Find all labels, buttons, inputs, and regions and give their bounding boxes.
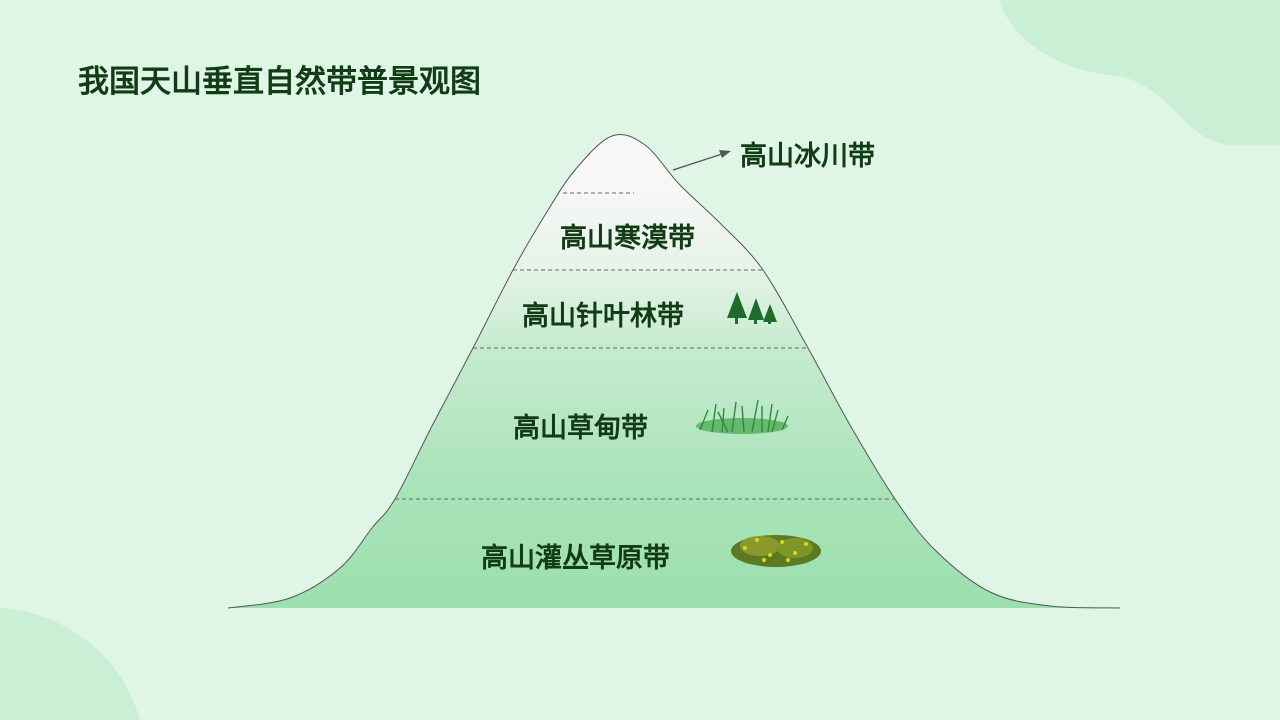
arrow-icon (672, 150, 731, 171)
mountain-outline (227, 134, 1121, 609)
mountain-fill (228, 134, 1120, 608)
zone-label-coniferous-forest: 高山针叶林带 (522, 301, 684, 332)
grass-icon (696, 399, 789, 434)
shrub-icon (731, 535, 821, 567)
decorative-blob-bottom-left (0, 608, 140, 720)
zone-label-glacier: 高山冰川带 (740, 141, 875, 172)
page-title: 我国天山垂直自然带普景观图 (78, 64, 481, 100)
zone-label-cold-desert: 高山寒漠带 (560, 223, 695, 254)
pine-trees-icon (727, 292, 777, 324)
decorative-blob-top-right (1000, 0, 1280, 145)
zone-label-shrub-steppe: 高山灌丛草原带 (481, 543, 670, 574)
zone-label-meadow: 高山草甸带 (513, 413, 648, 444)
